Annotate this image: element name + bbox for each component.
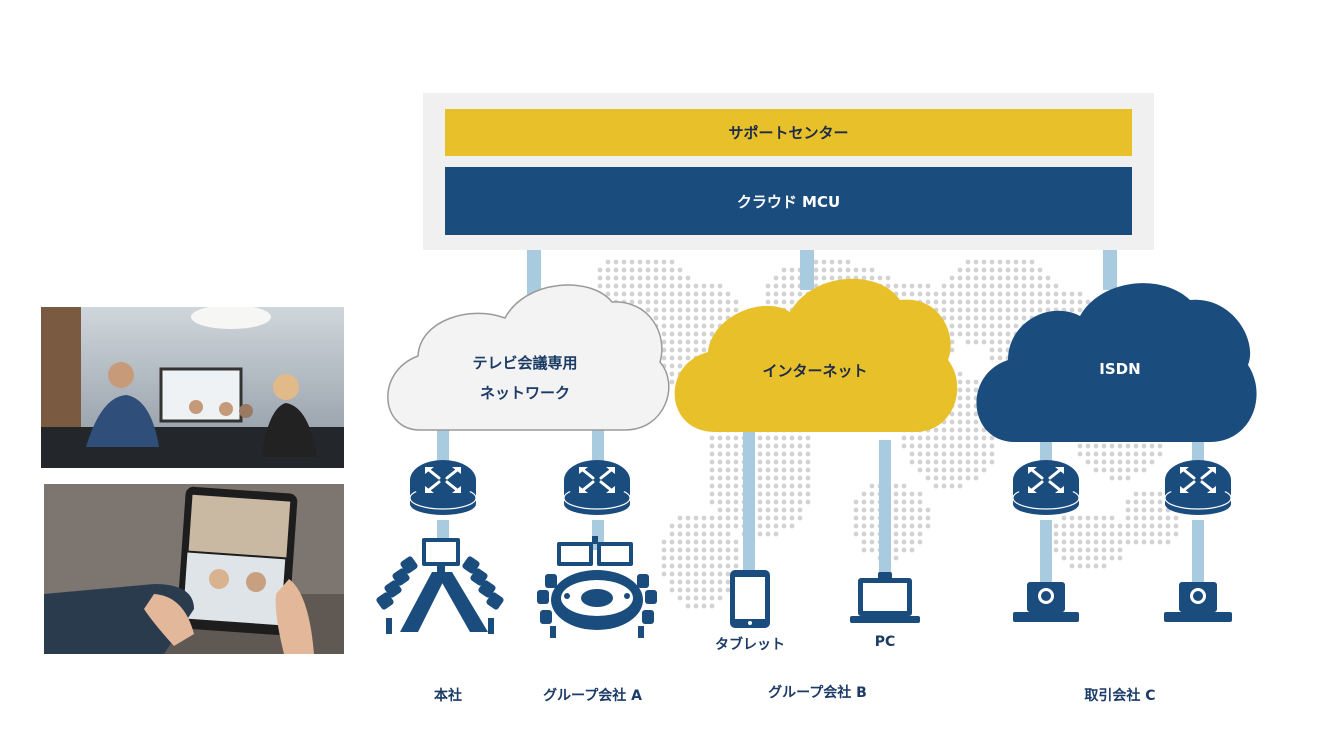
- support-center-bar: サポートセンター: [445, 109, 1132, 156]
- tablet-label: タブレット: [700, 634, 800, 654]
- dedicated-network-line1: テレビ会議専用: [445, 348, 605, 378]
- boardroom-icon: [375, 538, 504, 634]
- laptop-icon: [850, 572, 920, 623]
- support-center-label: サポートセンター: [728, 122, 848, 143]
- site-group-b-label: グループ会社 B: [745, 682, 890, 702]
- site-hq-label: 本社: [408, 685, 488, 705]
- pc-label: PC: [855, 634, 915, 650]
- cloud-mcu-label: クラウド MCU: [737, 191, 840, 212]
- router-icon: [410, 460, 476, 515]
- dedicated-network-label: テレビ会議専用 ネットワーク: [445, 348, 605, 408]
- site-group-a-label: グループ会社 A: [520, 685, 665, 705]
- router-icon: [1013, 460, 1079, 515]
- isdn-label: ISDN: [1070, 360, 1170, 378]
- video-terminal-icon: [1013, 582, 1232, 622]
- conference-room-icon: [537, 536, 657, 638]
- internet-cloud: [675, 279, 958, 432]
- site-partner-c-label: 取引会社 C: [1060, 685, 1180, 705]
- cloud-mcu-bar: クラウド MCU: [445, 167, 1132, 235]
- dedicated-network-line2: ネットワーク: [445, 378, 605, 408]
- router-icon: [564, 460, 630, 515]
- router-icon: [1165, 460, 1231, 515]
- tablet-icon: [730, 570, 770, 628]
- internet-label: インターネット: [740, 360, 890, 381]
